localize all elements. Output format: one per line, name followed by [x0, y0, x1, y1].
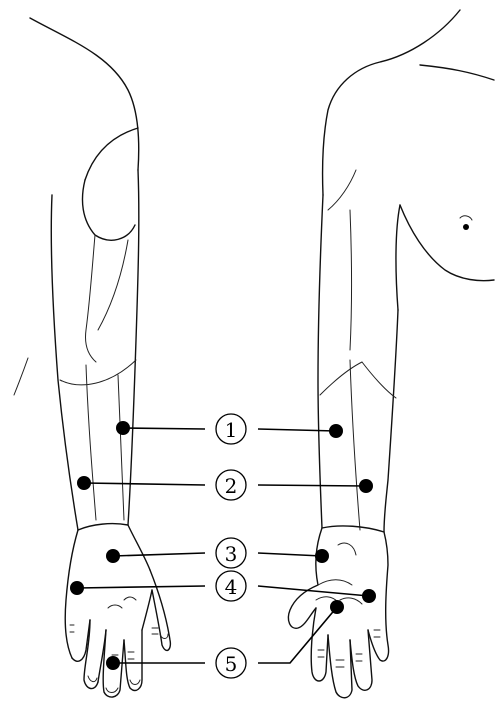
leader-1-left — [123, 428, 205, 429]
left-arm-drawing — [14, 18, 170, 697]
leader-2-right — [258, 485, 366, 486]
leader-1-right — [258, 429, 336, 431]
leader-4-left — [77, 586, 205, 588]
leader-3-left — [113, 553, 205, 556]
label-3-text: 3 — [225, 542, 238, 566]
leader-3-right — [258, 553, 322, 556]
label-2-text: 2 — [225, 474, 238, 498]
label-5: 5 — [216, 648, 246, 678]
label-1-text: 1 — [225, 418, 238, 442]
right-arm-drawing — [288, 10, 494, 698]
label-1: 1 — [216, 414, 246, 444]
number-labels: 1 2 3 4 5 — [216, 414, 246, 678]
label-4-text: 4 — [225, 575, 238, 599]
label-5-text: 5 — [225, 652, 238, 676]
leader-2-left — [84, 483, 205, 485]
label-3: 3 — [216, 538, 246, 568]
leader-5-right — [258, 607, 337, 663]
label-2: 2 — [216, 470, 246, 500]
label-4: 4 — [216, 571, 246, 601]
